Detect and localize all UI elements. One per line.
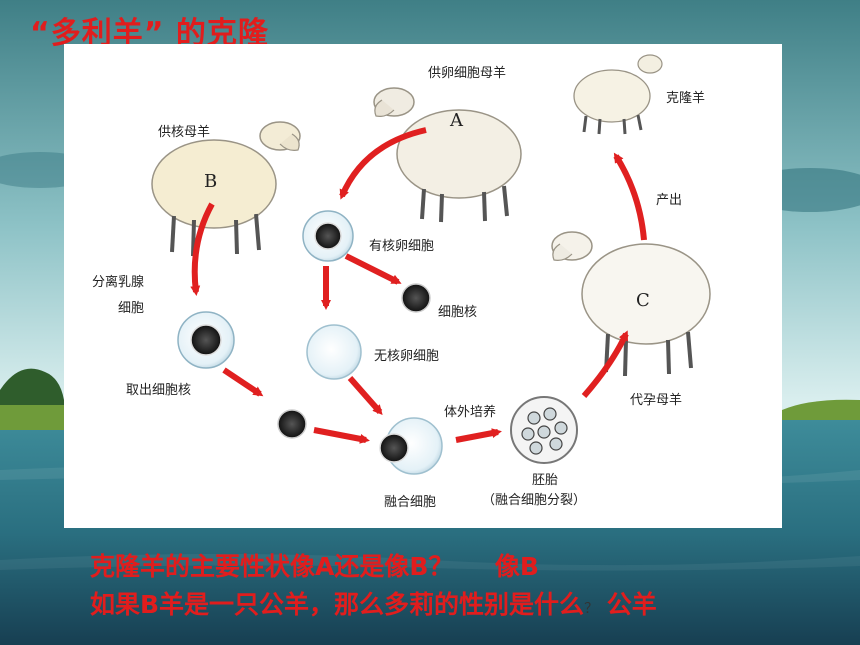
arrow-mammary-to-nucleus xyxy=(222,367,264,397)
culture-label: 体外培养 xyxy=(444,404,496,420)
question-1: 克隆羊的主要性状像A还是像B？ 像B xyxy=(90,547,539,583)
question-1-text: 克隆羊的主要性状像A还是像B？ xyxy=(90,552,454,581)
answer-2-text: 公羊 xyxy=(606,590,657,619)
arrow-a-to-egg xyxy=(339,127,427,200)
arrow-egg-to-nucleus xyxy=(344,253,402,285)
mammary-cell xyxy=(177,311,235,369)
sheep-a-label: 供卵细胞母羊 xyxy=(428,65,506,81)
clone-sheep-icon xyxy=(573,54,663,135)
sheep-b-label: 供核母羊 xyxy=(158,124,210,140)
fused-cell xyxy=(379,417,443,475)
nucleated-egg-cell xyxy=(302,210,354,262)
arrow-b-to-mammary xyxy=(190,202,215,296)
mammary-label-line2: 细胞 xyxy=(118,301,144,316)
extracted-nucleus-icon xyxy=(277,409,307,439)
arrow-enucleated-to-fused xyxy=(347,376,383,415)
sheep-a-icon xyxy=(373,87,522,223)
sheep-b-icon xyxy=(151,121,301,257)
sheep-c-icon xyxy=(551,231,711,377)
embryo-icon xyxy=(510,396,578,464)
birth-label: 产出 xyxy=(656,193,682,208)
answer-1-text: 像B xyxy=(494,552,539,581)
arrow-nucleus-to-fused xyxy=(313,427,370,444)
sheep-b-letter: B xyxy=(204,171,217,192)
fused-cell-label: 融合细胞 xyxy=(384,495,436,510)
flow-arrows xyxy=(190,127,647,444)
question-2-text: 如果B羊是一只公羊，那么多莉的性别是什么 xyxy=(90,590,585,619)
nucleus-icon xyxy=(401,283,431,313)
arrow-fused-to-embryo xyxy=(455,428,502,443)
question-2: 如果B羊是一只公羊，那么多莉的性别是什么？ 公羊 xyxy=(90,585,657,621)
clone-sheep-label: 克隆羊 xyxy=(666,90,705,106)
embryo-sub-label: （融合细胞分裂） xyxy=(482,493,586,508)
extract-nucleus-label: 取出细胞核 xyxy=(126,383,191,398)
nucleus-label: 细胞核 xyxy=(438,305,477,320)
nucleated-egg-label: 有核卵细胞 xyxy=(369,239,434,254)
enucleated-egg-cell xyxy=(306,324,362,380)
enucleated-egg-label: 无核卵细胞 xyxy=(374,349,439,364)
surrogate-sheep-label: 代孕母羊 xyxy=(630,392,682,408)
embryo-label: 胚胎 xyxy=(532,473,558,488)
question-2-mark: ？ xyxy=(584,601,599,617)
cloning-diagram: A 供卵细胞母羊 B 供核母羊 克隆羊 xyxy=(64,44,782,528)
arrow-c-to-clone xyxy=(613,152,647,241)
cloning-diagram-svg: A 供卵细胞母羊 B 供核母羊 克隆羊 xyxy=(92,54,711,510)
sheep-c-letter: C xyxy=(636,290,650,311)
arrow-embryo-to-c xyxy=(581,330,629,398)
sheep-a-letter: A xyxy=(449,110,464,131)
mammary-label-line1: 分离乳腺 xyxy=(92,274,144,290)
